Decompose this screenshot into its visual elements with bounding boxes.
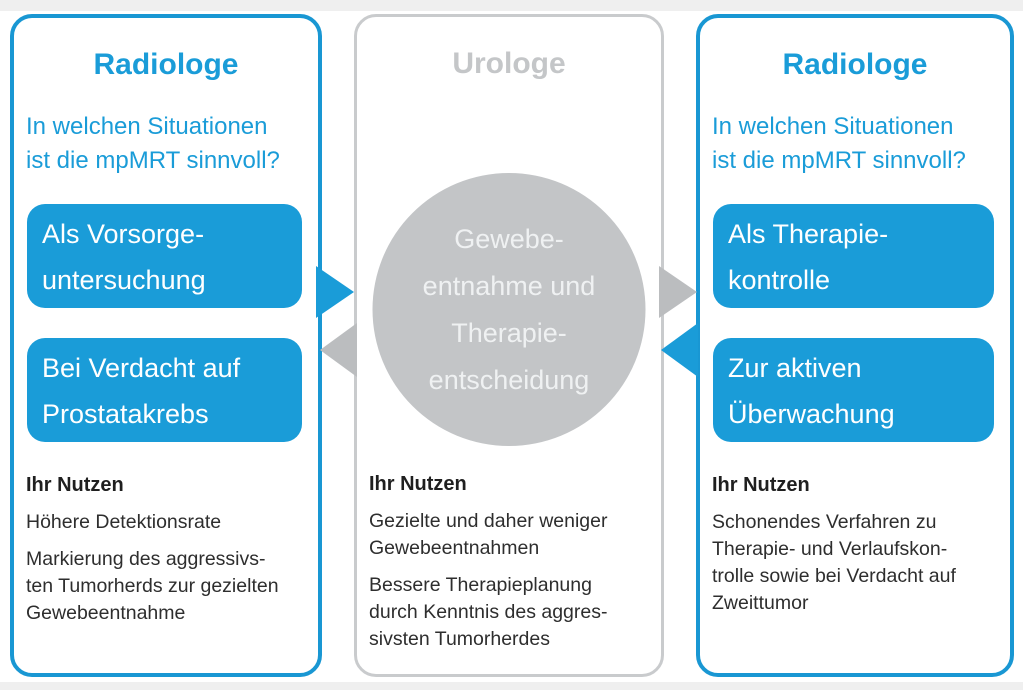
- arrow-blue-left-icon: [661, 323, 698, 377]
- benefit-item: Gezielte und daher weniger Gewebeentnahm…: [369, 510, 608, 559]
- benefit-item: Bessere Therapieplanung durch Kenntnis d…: [369, 574, 608, 650]
- benefit-item: Höhere Detektionsrate: [26, 511, 222, 533]
- panel-title: Radiologe: [782, 48, 928, 81]
- panel-radiologe-right: Radiologe In welchen Situationen ist die…: [696, 14, 1014, 677]
- situation-box-therapiekontrolle: Als Therapie- kontrolle: [713, 204, 994, 308]
- bottom-edge-band: [0, 682, 1023, 690]
- panel-radiologe-left: Radiologe In welchen Situationen ist die…: [10, 14, 322, 677]
- benefits-heading: Ihr Nutzen: [712, 474, 810, 496]
- panel-urologe: Urologe Gewebe- entnahme und Therapie- e…: [354, 14, 664, 677]
- urologe-circle: Gewebe- entnahme und Therapie- entscheid…: [372, 173, 646, 446]
- benefits-section: Ihr Nutzen Gezielte und daher weniger Ge…: [369, 473, 655, 663]
- benefits-section: Ihr Nutzen Schonendes Verfahren zu Thera…: [712, 474, 1004, 627]
- panel-title: Urologe: [452, 47, 566, 80]
- arrow-gray-left-icon: [320, 323, 357, 377]
- arrow-blue-right-icon: [316, 266, 354, 318]
- top-edge-band: [0, 0, 1023, 11]
- situation-box-verdacht: Bei Verdacht auf Prostatakrebs: [27, 338, 302, 442]
- situation-box-vorsorge: Als Vorsorge- untersuchung: [27, 204, 302, 308]
- question-text: In welchen Situationen ist die mpMRT sin…: [26, 113, 280, 174]
- situation-box-ueberwachung: Zur aktiven Überwachung: [713, 338, 994, 442]
- question-text: In welchen Situationen ist die mpMRT sin…: [712, 113, 966, 174]
- benefits-heading: Ihr Nutzen: [369, 473, 467, 495]
- arrow-gray-right-icon: [659, 266, 697, 318]
- benefits-heading: Ihr Nutzen: [26, 474, 124, 496]
- panel-title: Radiologe: [93, 48, 239, 81]
- benefit-item: Schonendes Verfahren zu Therapie- und Ve…: [712, 511, 956, 614]
- benefits-section: Ihr Nutzen Höhere Detektionsrate Markier…: [26, 474, 312, 637]
- benefit-item: Markierung des aggressivs- ten Tumorherd…: [26, 548, 279, 624]
